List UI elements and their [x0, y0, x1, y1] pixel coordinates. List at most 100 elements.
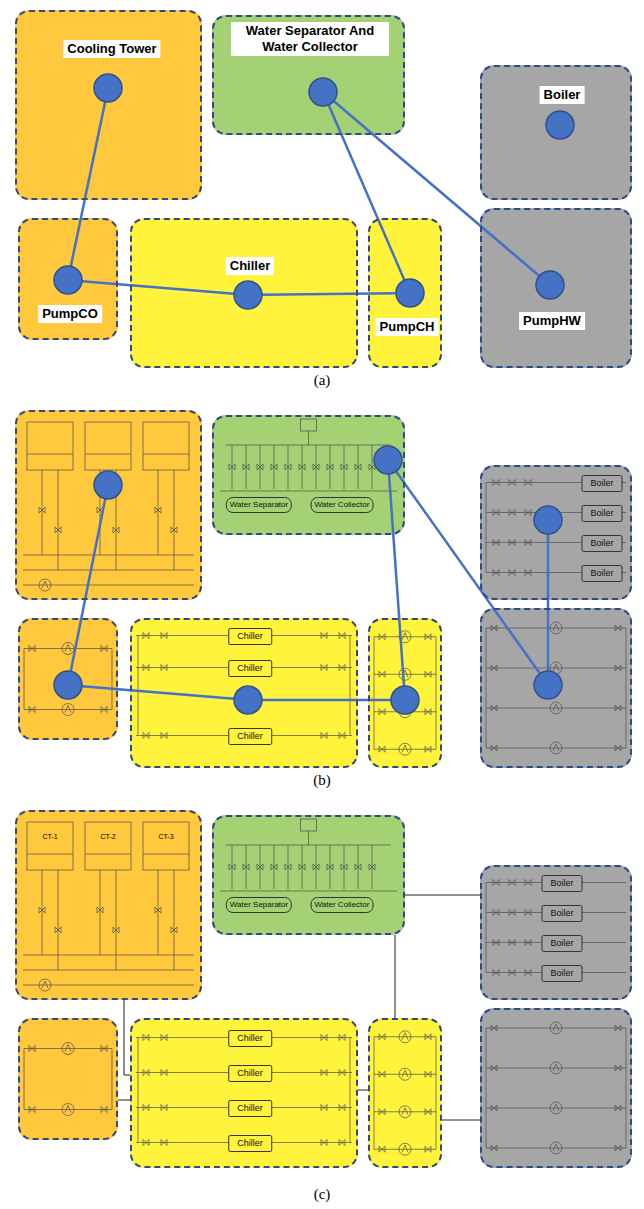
schematic-line	[143, 733, 149, 739]
equipment-box: Water Separator	[226, 497, 292, 513]
region-box: PumpCO	[18, 218, 118, 340]
schematic-line	[491, 1145, 497, 1151]
schematic-line	[161, 1105, 167, 1111]
schematic-line	[509, 910, 515, 916]
equipment-box: Chiller	[228, 660, 272, 677]
equipment-tag: CT-2	[99, 832, 116, 841]
junction-dot	[534, 506, 562, 534]
schematic-line	[39, 907, 45, 913]
schematic-line	[257, 464, 263, 470]
junction-dot	[536, 271, 564, 299]
equipment-tag: CT-3	[157, 832, 174, 841]
schematic-line	[42, 581, 48, 588]
equipment-box: Chiller	[228, 1100, 272, 1117]
schematic-line	[27, 454, 73, 455]
equipment-label: Chiller	[237, 731, 263, 742]
schematic-line	[486, 1028, 626, 1029]
schematic-line	[23, 555, 194, 556]
region-box: BoilerBoilerBoilerBoiler	[480, 465, 632, 600]
region-box: Boiler	[480, 65, 632, 200]
junction-dot	[94, 471, 122, 499]
schematic-line	[402, 1145, 408, 1152]
schematic-line	[509, 570, 515, 576]
schematic-line	[553, 1104, 559, 1111]
pipe-line	[358, 1090, 368, 1091]
schematic-line	[339, 1070, 345, 1076]
schematic-drawing	[23, 422, 194, 591]
schematic-line	[161, 665, 167, 671]
schematic-line	[62, 1104, 74, 1116]
link-line	[262, 293, 396, 295]
link-line	[82, 281, 234, 294]
schematic-drawing	[486, 880, 626, 976]
schematic-line	[113, 527, 119, 533]
schematic-line	[155, 907, 161, 913]
schematic-line	[436, 1037, 437, 1150]
schematic-line	[101, 646, 107, 652]
schematic-drawing	[374, 1031, 436, 1156]
schematic-line	[158, 870, 159, 955]
pipe-line	[395, 935, 396, 1018]
schematic-line	[55, 927, 61, 933]
schematic-line	[615, 665, 621, 671]
schematic-line	[615, 1025, 621, 1031]
region-fill	[212, 815, 405, 935]
schematic-line	[425, 746, 431, 752]
schematic-line	[155, 507, 161, 513]
schematic-line	[341, 864, 347, 870]
schematic-line	[143, 454, 189, 455]
region-fill	[212, 15, 405, 135]
schematic-line	[161, 1140, 167, 1146]
schematic-line	[509, 540, 515, 546]
schematic-line	[229, 864, 235, 870]
region-fill	[18, 218, 118, 340]
schematic-line	[626, 1028, 627, 1148]
junction-dot	[534, 671, 562, 699]
region-box: ChillerChillerChiller	[130, 618, 358, 768]
schematic-line	[112, 1049, 113, 1110]
schematic-line	[339, 665, 345, 671]
schematic-line	[271, 464, 277, 470]
schematic-line	[220, 491, 397, 492]
region-fill	[15, 410, 202, 600]
schematic-line	[101, 1046, 107, 1052]
equipment-label: Chiller	[237, 1138, 263, 1149]
junction-dot	[309, 78, 337, 106]
region-fill	[480, 208, 632, 368]
schematic-line	[493, 510, 499, 516]
junction-dot	[396, 279, 424, 307]
schematic-line	[327, 464, 333, 470]
region-label: PumpHW	[519, 312, 585, 330]
schematic-line	[486, 883, 487, 973]
schematic-line	[65, 1106, 71, 1113]
schematic-line	[486, 483, 487, 573]
schematic-line	[313, 864, 319, 870]
schematic-line	[65, 1045, 71, 1052]
schematic-line	[143, 1140, 149, 1146]
region-fill	[480, 608, 632, 768]
schematic-line	[550, 622, 562, 634]
schematic-line	[525, 970, 531, 976]
schematic-line	[550, 702, 562, 714]
schematic-line	[379, 1109, 385, 1115]
schematic-line	[65, 706, 71, 713]
schematic-line	[321, 1105, 327, 1111]
schematic-line	[374, 1149, 436, 1150]
schematic-line	[486, 1148, 626, 1149]
schematic-line	[42, 470, 43, 555]
schematic-line	[321, 733, 327, 739]
schematic-line	[24, 1049, 25, 1110]
region-fill	[480, 865, 632, 1000]
schematic-line	[339, 1105, 345, 1111]
schematic-line	[493, 540, 499, 546]
equipment-box: Chiller	[228, 628, 272, 645]
schematic-line	[550, 1142, 562, 1154]
schematic-line	[369, 864, 375, 870]
schematic-line	[509, 880, 515, 886]
schematic-line	[491, 705, 497, 711]
schematic-line	[257, 864, 263, 870]
region-box: Cooling Tower	[15, 10, 202, 200]
equipment-label: Water Separator	[230, 500, 288, 510]
